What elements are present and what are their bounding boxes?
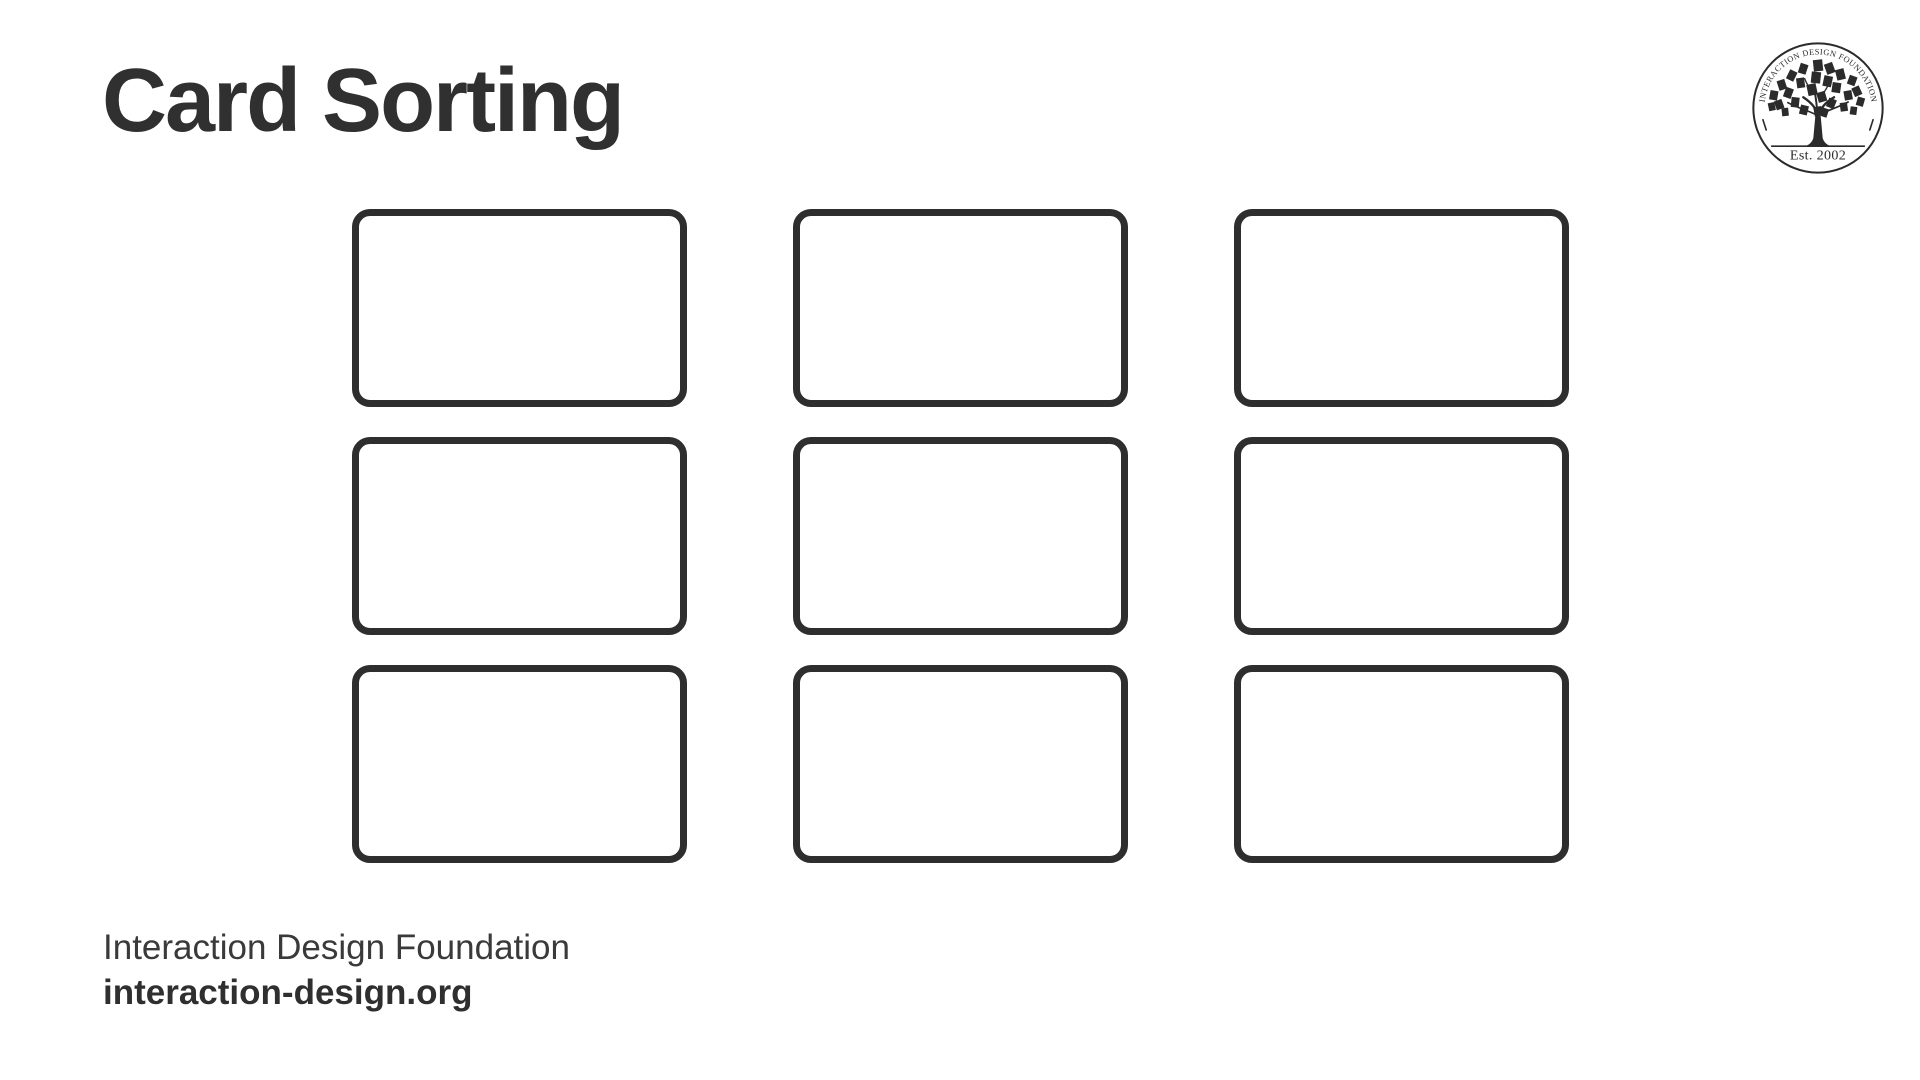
- footer-website: interaction-design.org: [103, 973, 473, 1012]
- tree-icon: [1767, 59, 1866, 147]
- seal-ring: [1752, 42, 1884, 174]
- card-slot-7[interactable]: [352, 665, 687, 863]
- card-slot-1[interactable]: [352, 209, 687, 407]
- footer-organization: Interaction Design Foundation: [103, 928, 570, 967]
- card-slot-5[interactable]: [793, 437, 1128, 635]
- card-slot-2[interactable]: [793, 209, 1128, 407]
- seal-right-dash: [1868, 118, 1874, 131]
- seal-left-dash: [1762, 118, 1768, 131]
- card-slot-6[interactable]: [1234, 437, 1569, 635]
- footer: Interaction Design Foundation interactio…: [103, 930, 570, 1010]
- card-slot-8[interactable]: [793, 665, 1128, 863]
- seal-established-text: Est. 2002: [1790, 148, 1846, 164]
- card-grid: [352, 209, 1569, 863]
- idf-seal-icon: INTERACTION DESIGN FOUNDATION: [1752, 42, 1884, 174]
- card-slot-3[interactable]: [1234, 209, 1569, 407]
- card-slot-4[interactable]: [352, 437, 687, 635]
- idf-logo: INTERACTION DESIGN FOUNDATION: [1751, 41, 1885, 175]
- card-slot-9[interactable]: [1234, 665, 1569, 863]
- page-title: Card Sorting: [102, 51, 625, 151]
